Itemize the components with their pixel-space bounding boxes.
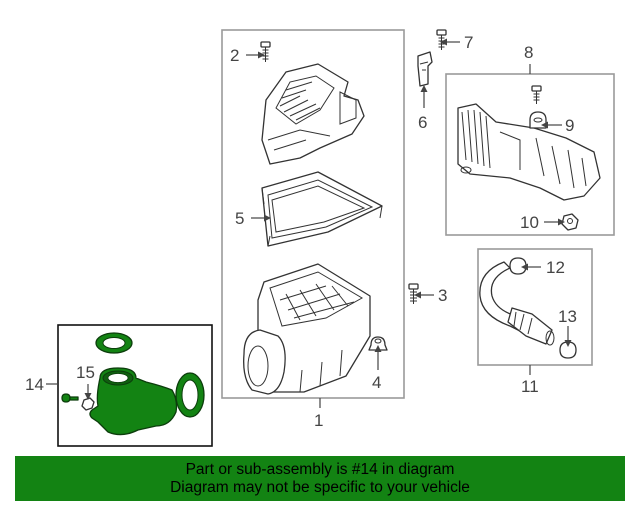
callout-14: 14 <box>25 375 44 394</box>
part-air-cleaner-body[interactable] <box>243 263 371 395</box>
callout-6: 6 <box>418 113 427 132</box>
part-duct-hose[interactable] <box>457 103 601 201</box>
callout-3: 3 <box>438 286 447 305</box>
callout-5: 5 <box>235 209 244 228</box>
part-4-grommet[interactable] <box>368 336 388 351</box>
callout-4: 4 <box>372 373 381 392</box>
part-2-screw[interactable] <box>260 41 271 62</box>
info-banner: Part or sub-assembly is #14 in diagram D… <box>15 456 625 501</box>
group-frame-8 <box>445 64 615 236</box>
part-pcv-hose[interactable] <box>479 261 555 346</box>
callout-2: 2 <box>230 46 239 65</box>
leader-15 <box>84 384 92 400</box>
banner-line-1: Part or sub-assembly is #14 in diagram <box>185 460 455 478</box>
part-duct-screw[interactable] <box>531 85 542 104</box>
part-14-air-inlet-duct[interactable] <box>61 332 205 436</box>
part-9-grommet[interactable] <box>529 111 547 129</box>
callout-1: 1 <box>314 411 323 430</box>
part-5-filter-element[interactable] <box>261 171 383 247</box>
callout-10: 10 <box>520 213 539 232</box>
part-6-sensor[interactable] <box>417 51 433 87</box>
part-13-clamp[interactable] <box>559 341 577 359</box>
callout-15: 15 <box>76 363 95 382</box>
callout-12: 12 <box>546 258 565 277</box>
part-10-nut[interactable] <box>561 213 579 231</box>
part-15-clamp[interactable] <box>81 397 95 411</box>
callout-11: 11 <box>521 377 539 396</box>
callout-13: 13 <box>558 307 577 326</box>
callout-8: 8 <box>524 43 533 62</box>
leader-arrowheads <box>258 38 572 352</box>
group-frame-11 <box>477 248 593 375</box>
banner-line-2: Diagram may not be specific to your vehi… <box>170 478 470 496</box>
part-3-screw[interactable] <box>408 283 419 304</box>
group-frame-14 <box>46 324 213 447</box>
group-frame-1 <box>221 29 405 408</box>
callout-7: 7 <box>464 33 473 52</box>
part-7-screw[interactable] <box>436 29 447 50</box>
part-air-cleaner-cover[interactable] <box>261 63 365 165</box>
callout-9: 9 <box>565 116 574 135</box>
